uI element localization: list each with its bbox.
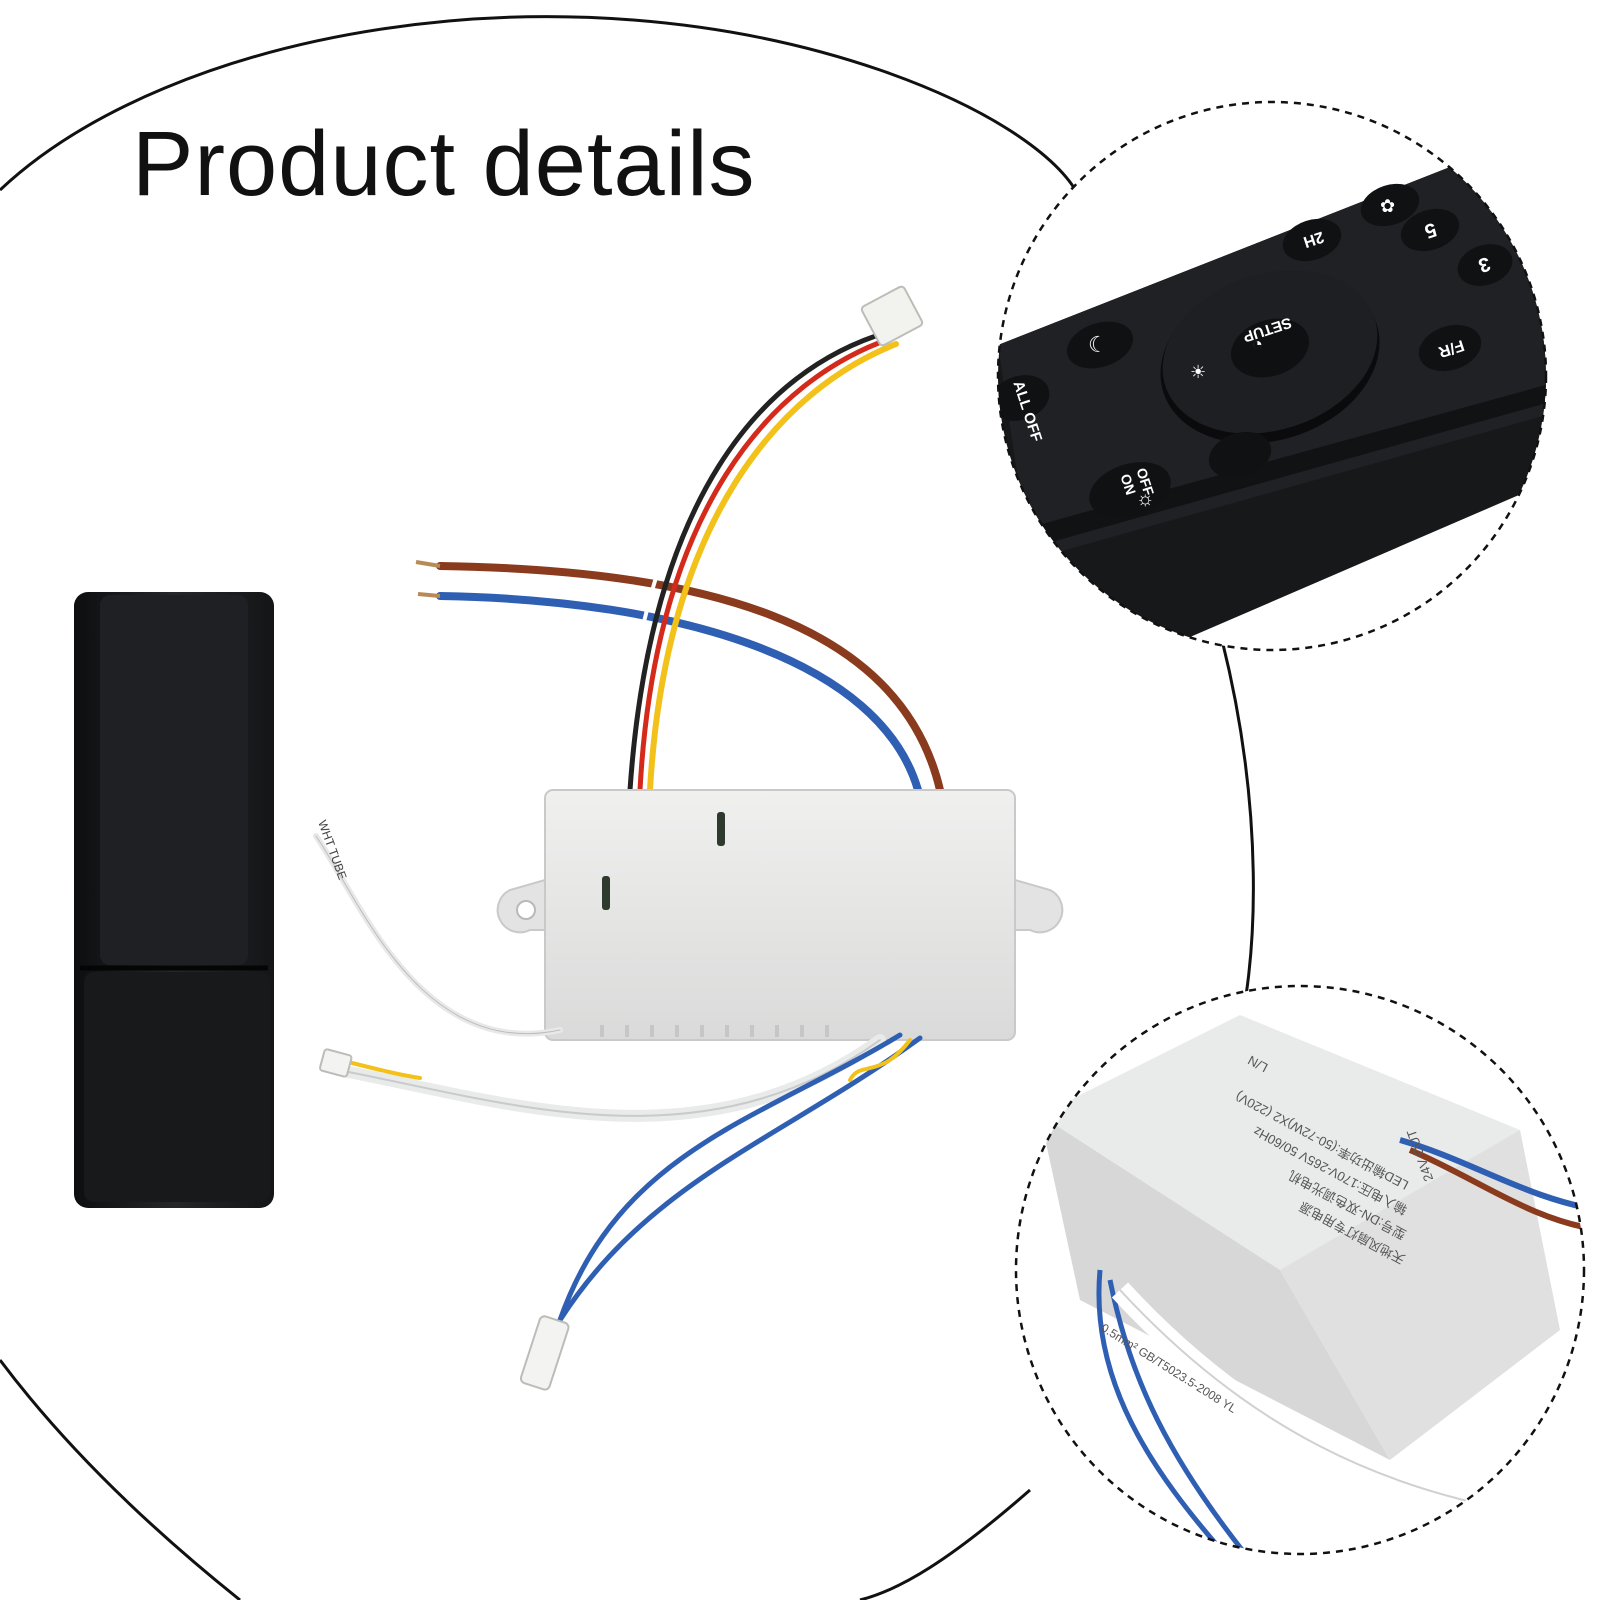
- moon-icon: ☾: [1088, 332, 1108, 357]
- wire-tip-brown: [415, 560, 441, 568]
- control-module: [496, 789, 1064, 1041]
- background-circle-outline-left: [0, 1359, 241, 1600]
- wire-tip-blue: [417, 592, 441, 598]
- white-wire: [313, 833, 563, 1037]
- background-circle-outline: [0, 15, 1082, 201]
- wires-bottom: [332, 1032, 923, 1323]
- signal-icon: ◔: [1252, 334, 1263, 354]
- wire-tag-label: WHT TUBE: [315, 818, 349, 881]
- connector-top: [860, 285, 924, 347]
- sun-icon: ☼: [1136, 488, 1154, 510]
- remote-on-label: ON: [1117, 472, 1139, 497]
- remote-control: [74, 592, 274, 1208]
- background-circle-outline-bottom: [859, 1488, 1031, 1600]
- remote-off-label-top: OFF: [1476, 146, 1498, 175]
- remote-closeup: SETUP ALL OFF F/R 2H 5 3 FAN OFF ON OFF …: [998, 102, 1546, 650]
- connector-bottom-right: [519, 1315, 570, 1391]
- module-closeup: 天地风扇灯专用电源 型号:DN-双色调光电机 输入电压:170V-265V 50…: [1016, 986, 1584, 1554]
- bulb-icon: ☀: [1190, 362, 1206, 382]
- wires-top: [436, 324, 944, 794]
- remote-2h-label: 2H: [1301, 228, 1326, 250]
- connector-bottom-left: [319, 1048, 353, 1078]
- page-title: Product details: [132, 113, 756, 215]
- remote-closeup-border: [996, 100, 1548, 652]
- module-closeup-border: [1014, 984, 1586, 1556]
- fan-icon: ✿: [1380, 196, 1395, 216]
